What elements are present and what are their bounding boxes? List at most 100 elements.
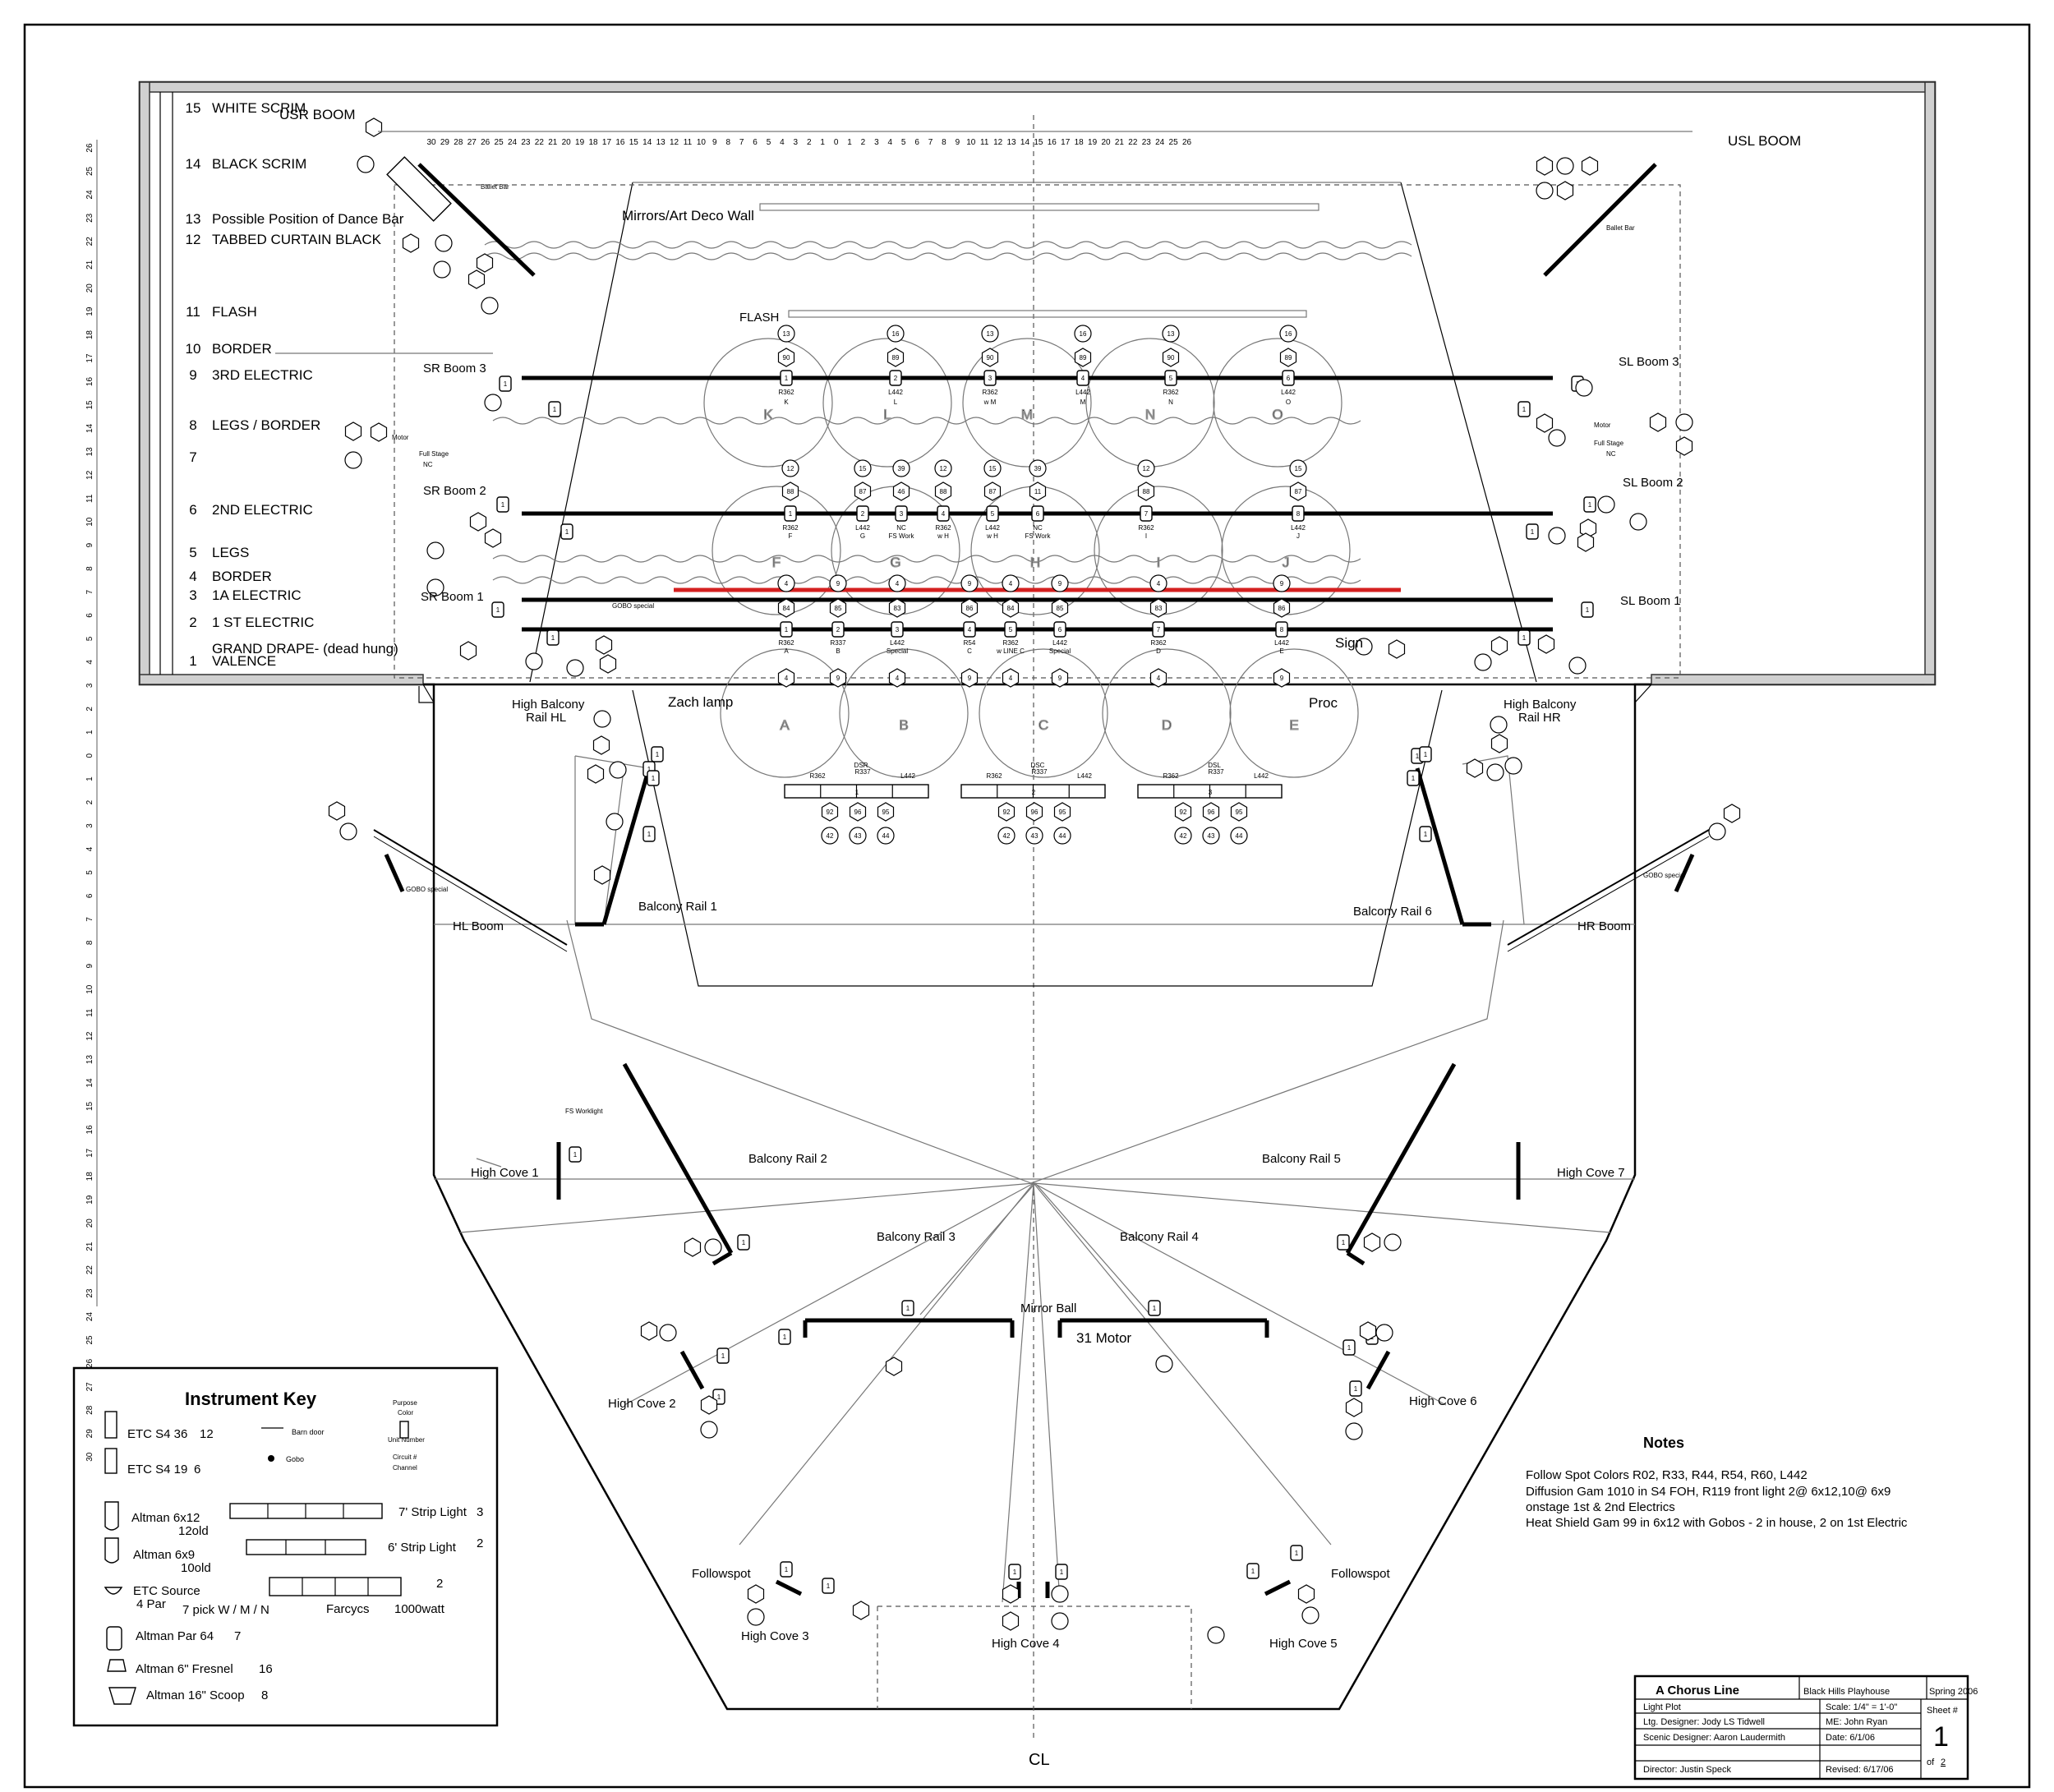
circuit-circle (433, 260, 451, 279)
circuit-circle (1597, 495, 1615, 514)
ruler-left-mark: 0 (85, 753, 94, 758)
lineset-name: 1 ST ELECTRIC (212, 615, 314, 630)
channel-hex (640, 1321, 658, 1341)
mirror-ball-label: Mirror Ball (1020, 1301, 1076, 1315)
hbr-hr-label-1: High Balcony (1504, 698, 1577, 712)
motor-left-label: Motor (392, 434, 409, 441)
circuit-number: 9 (968, 580, 972, 587)
circuit-circle (566, 659, 584, 677)
ruler-left-mark: 3 (85, 683, 94, 688)
channel-hex (849, 802, 867, 822)
notes-line-2: Diffusion Gam 1010 in S4 FOH, R119 front… (1526, 1485, 1891, 1499)
lineset-name: 3RD ELECTRIC (212, 367, 313, 383)
unit-number: 1 (1588, 501, 1592, 509)
ruler-left-mark: 27 (85, 1382, 94, 1392)
ruler-top-mark: 15 (629, 138, 639, 147)
sheet-border (23, 23, 2031, 1789)
channel-number: 11 (1034, 488, 1042, 495)
ruler-left-mark: 15 (85, 400, 94, 410)
channel-hex (1025, 802, 1043, 822)
channel-number: 83 (894, 605, 901, 612)
purpose-label: Special (887, 647, 908, 655)
circuit-number: 13 (1167, 330, 1175, 338)
ruler-left-mark: 17 (85, 1148, 94, 1158)
strip-color: R337 (1208, 768, 1224, 776)
circuit-number: 42 (827, 832, 834, 840)
strip-name: DSL (1208, 762, 1221, 769)
circuit-circle (1675, 413, 1693, 431)
ruler-left-mark: 18 (85, 330, 94, 340)
ruler-top-mark: 2 (807, 138, 812, 147)
circuit-number: 4 (896, 580, 900, 587)
channel-hex (1359, 1321, 1377, 1341)
balcony-rail-5-label: Balcony Rail 5 (1262, 1152, 1341, 1166)
color-label: R362 (1002, 639, 1019, 647)
sign-label: Sign (1335, 635, 1363, 651)
channel-hex (467, 269, 486, 289)
ruler-top-mark: 18 (1075, 138, 1085, 147)
sr-boom1-label: SR Boom 1 (421, 590, 484, 604)
unit-number: 1 (1347, 1344, 1352, 1352)
instrument-body (784, 505, 797, 522)
circuit-circle (960, 574, 979, 592)
ruler-top-mark: 9 (956, 138, 960, 147)
circuit-number: 12 (940, 465, 947, 472)
instrument-body (983, 370, 997, 386)
ruler-left-mark: 5 (85, 870, 94, 875)
unit-number: 1 (652, 775, 656, 782)
channel-number: 92 (827, 808, 834, 816)
lineset-name: WHITE SCRIM (212, 100, 306, 116)
key-alt612: Altman 6x12 (131, 1511, 200, 1525)
channel-hex (1230, 802, 1248, 822)
instrument-body (1164, 370, 1177, 386)
channel-hex (934, 481, 952, 501)
strip-unit: 2 (1032, 789, 1036, 796)
area-circle (712, 486, 841, 615)
ruler-top-mark: 28 (454, 138, 463, 147)
unit-number: 1 (1153, 1305, 1157, 1312)
circuit-circle (1051, 1585, 1069, 1603)
key-scoop: Altman 16" Scoop (146, 1688, 245, 1702)
instrument-body (780, 1561, 793, 1578)
channel-hex (344, 422, 362, 441)
purpose-label: w LINE C (996, 647, 1025, 655)
channel-hex (1363, 1232, 1381, 1252)
channel-hex (821, 802, 839, 822)
area-letter: A (780, 717, 790, 733)
ruler-left-mark: 16 (85, 377, 94, 387)
ruler-top-mark: 22 (1128, 138, 1138, 147)
title-show: A Chorus Line (1656, 1684, 1739, 1698)
circuit-circle (887, 325, 905, 343)
ruler-left-mark: 13 (85, 447, 94, 457)
channel-hex (592, 735, 610, 755)
channel-hex (1273, 598, 1291, 618)
ruler-top-mark: 16 (615, 138, 625, 147)
circuit-circle (1155, 1355, 1173, 1373)
channel-hex (887, 348, 905, 367)
circuit-circle (1289, 459, 1307, 477)
lineset-name: 2ND ELECTRIC (212, 502, 313, 518)
lineset-name: TABBED CURTAIN BLACK (212, 232, 382, 247)
unit-number: 4 (942, 510, 946, 518)
channel-hex (593, 865, 611, 885)
balcony-rail-3-label: Balcony Rail 3 (877, 1230, 956, 1244)
instrument-body (1275, 621, 1288, 638)
ruler-top-mark: 14 (1020, 138, 1030, 147)
channel-hex (1723, 804, 1741, 823)
channel-hex (1149, 668, 1167, 688)
motor-right-label: Motor (1594, 422, 1611, 429)
ruler-top-mark: 26 (1182, 138, 1192, 147)
ruler-top-mark: 10 (966, 138, 976, 147)
unit-number: 1 (501, 501, 505, 509)
color-label: NC (896, 524, 906, 532)
circuit-circle (1384, 1233, 1402, 1251)
circuit-circle (700, 1421, 718, 1439)
unit-number: 1 (1586, 606, 1590, 614)
circuit-number: 39 (898, 465, 905, 472)
channel-hex (777, 348, 795, 367)
channel-number: 90 (1167, 354, 1175, 362)
strip-name: DSC (1031, 762, 1045, 769)
instrument-body (1337, 1234, 1350, 1251)
circuit-circle (983, 459, 1002, 477)
